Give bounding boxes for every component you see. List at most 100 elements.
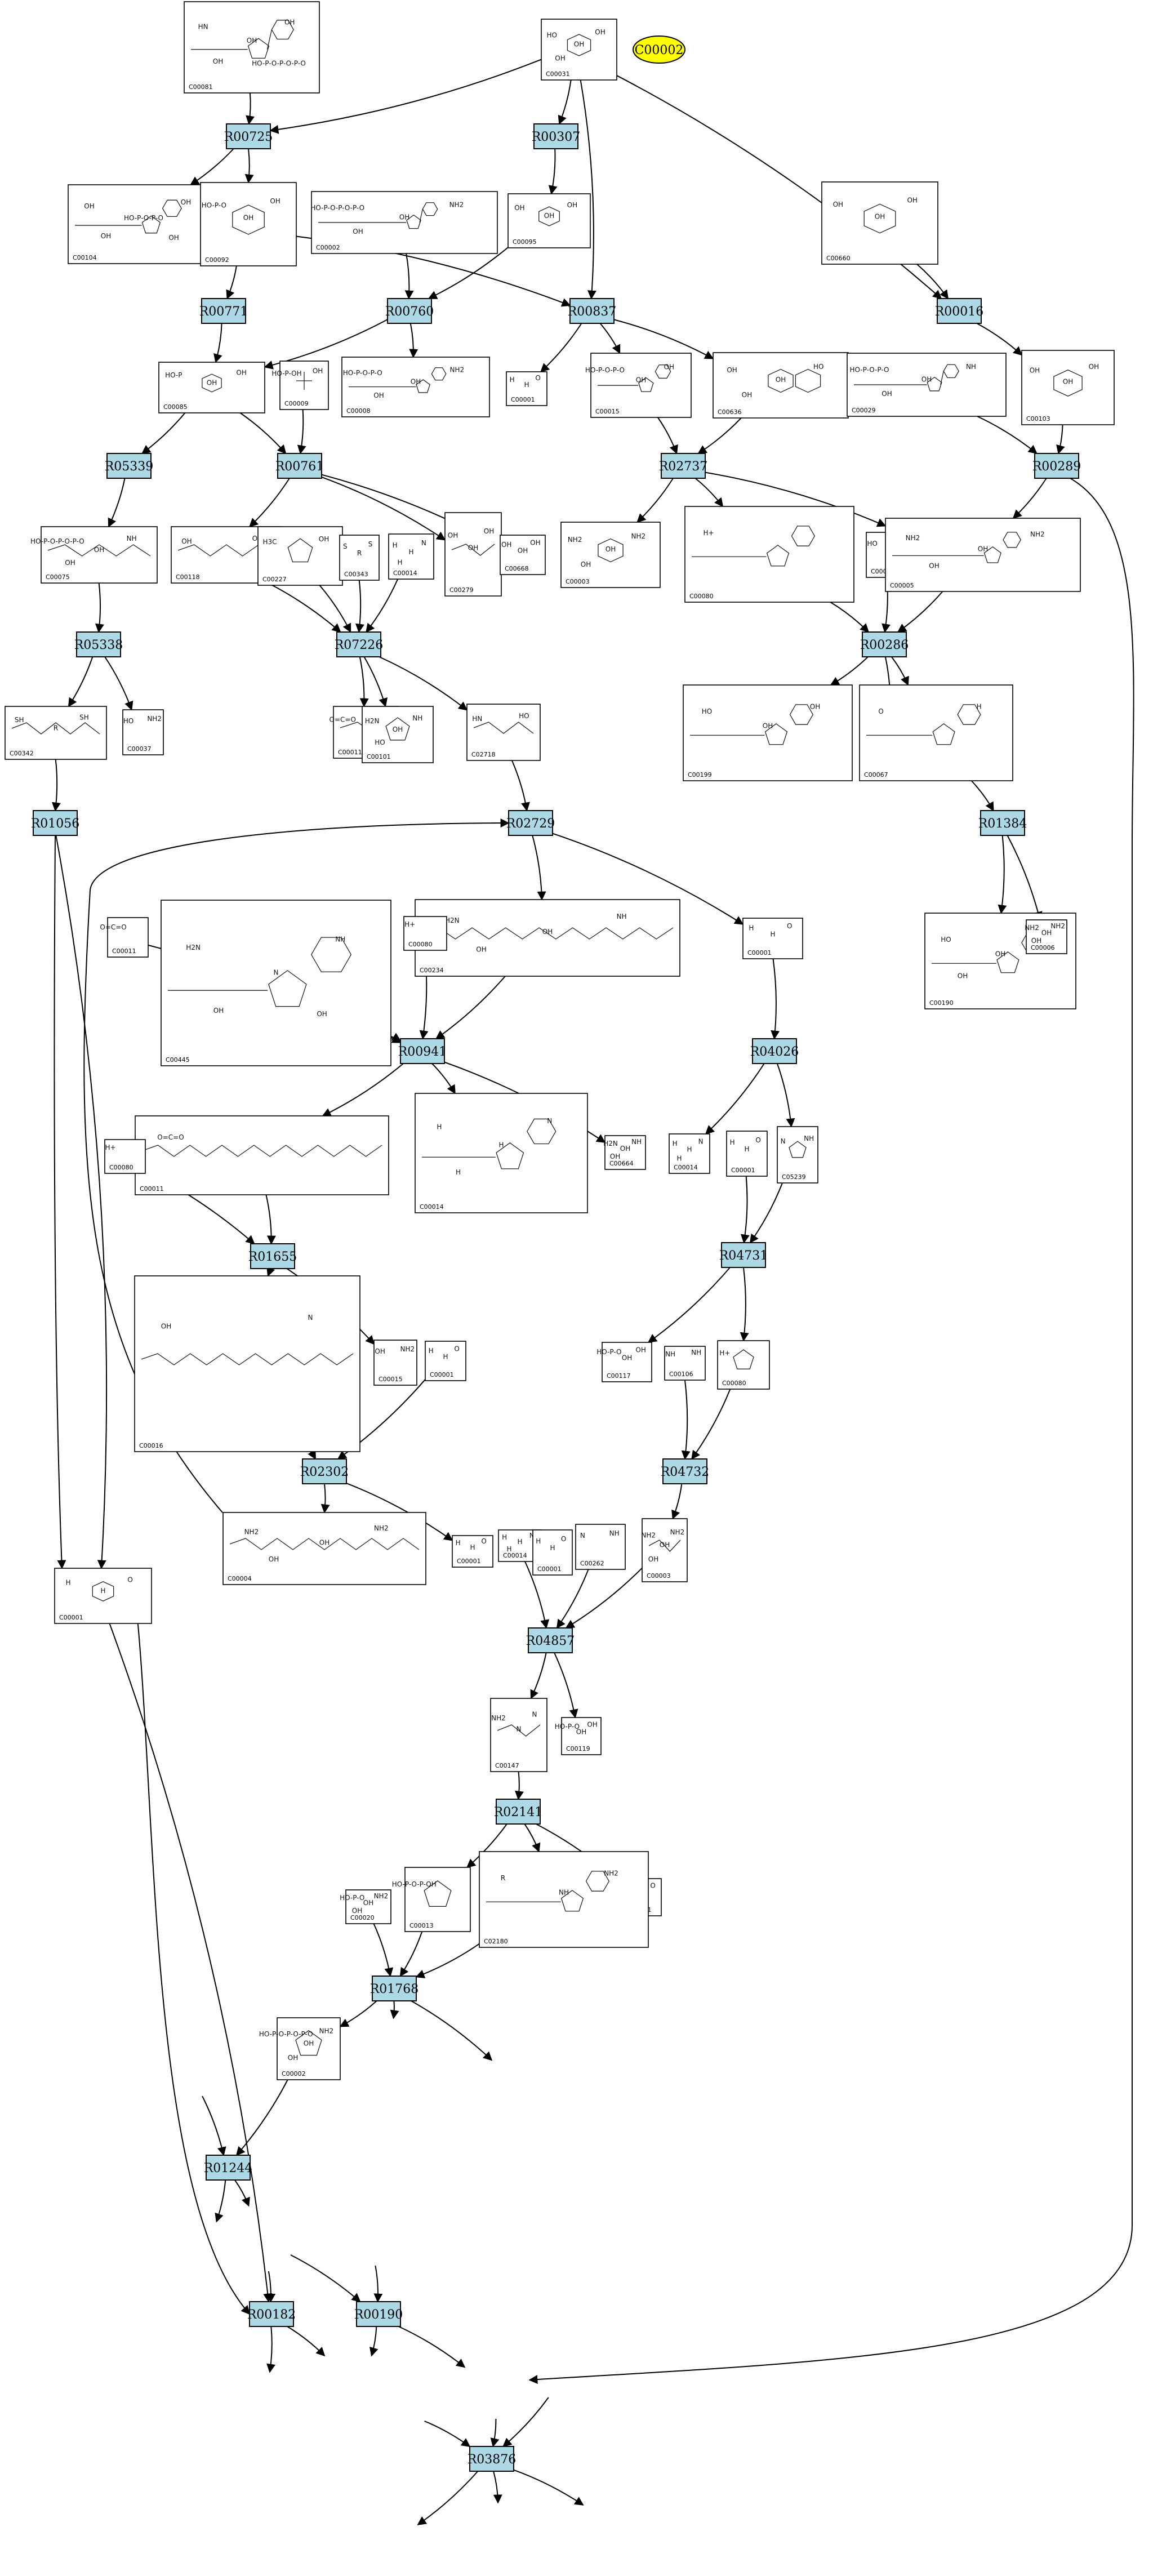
reaction-box[interactable]	[752, 1038, 797, 1064]
compound-box[interactable]	[602, 1342, 652, 1382]
reaction-box[interactable]	[721, 1242, 766, 1268]
compound-box[interactable]	[134, 1275, 360, 1452]
compound-box[interactable]	[107, 917, 149, 958]
reaction-R02737[interactable]: R02737	[659, 453, 708, 479]
compound-box[interactable]	[541, 19, 617, 81]
compound-box[interactable]	[642, 1518, 688, 1582]
compound-box[interactable]	[41, 526, 158, 584]
reaction-box[interactable]	[249, 2301, 294, 2327]
compound-box[interactable]	[415, 1093, 588, 1213]
compound-box[interactable]	[717, 1340, 770, 1390]
reaction-box[interactable]	[76, 631, 121, 657]
compound-box[interactable]	[885, 518, 1081, 592]
reaction-box[interactable]	[336, 631, 381, 657]
compound-box[interactable]	[415, 899, 680, 977]
reaction-R00289[interactable]: R00289	[1032, 453, 1081, 479]
reaction-box[interactable]	[372, 1976, 417, 2001]
reaction-box[interactable]	[528, 1627, 573, 1653]
reaction-R00760[interactable]: R00760	[385, 298, 434, 324]
reaction-box[interactable]	[937, 298, 982, 324]
legend-ellipse[interactable]	[633, 35, 685, 64]
compound-box[interactable]	[466, 704, 541, 761]
reaction-box[interactable]	[469, 2446, 514, 2472]
compound-box[interactable]	[104, 1139, 146, 1174]
reaction-R04026[interactable]: R04026	[750, 1038, 799, 1064]
compound-box[interactable]	[1021, 350, 1115, 425]
compound-box[interactable]	[742, 918, 803, 959]
reaction-R00725[interactable]: R00725	[224, 123, 273, 149]
reaction-R01768[interactable]: R01768	[370, 1976, 419, 2001]
compound-box[interactable]	[54, 1568, 152, 1624]
reaction-R05339[interactable]: R05339	[105, 453, 154, 479]
compound-box[interactable]	[507, 193, 591, 248]
reaction-R02729[interactable]: R02729	[506, 810, 555, 836]
reaction-box[interactable]	[226, 123, 271, 149]
compound-box[interactable]	[669, 1133, 710, 1174]
compound-box[interactable]	[135, 1115, 389, 1195]
compound-box[interactable]	[726, 1131, 768, 1177]
compound-box[interactable]	[404, 1867, 471, 1932]
compound-box[interactable]	[713, 352, 849, 419]
reaction-R04857[interactable]: R04857	[526, 1627, 575, 1653]
reaction-box[interactable]	[400, 1038, 445, 1064]
compound-box[interactable]	[345, 1889, 391, 1924]
compound-C00080[interactable]: H+C00080	[684, 506, 854, 603]
reaction-box[interactable]	[206, 2155, 251, 2181]
compound-box[interactable]	[277, 2017, 341, 2080]
compound-box[interactable]	[373, 1340, 417, 1386]
reaction-box[interactable]	[250, 1243, 295, 1269]
reaction-R00182[interactable]: R00182	[247, 2301, 296, 2327]
reaction-R07226[interactable]: R07226	[335, 631, 384, 657]
reaction-R00286[interactable]: R00286	[860, 631, 909, 657]
compound-box[interactable]	[362, 706, 434, 763]
reaction-box[interactable]	[980, 810, 1025, 836]
compound-box[interactable]	[68, 184, 220, 264]
reaction-box[interactable]	[862, 631, 907, 657]
compound-box[interactable]	[425, 1341, 466, 1381]
reaction-R02141[interactable]: R02141	[494, 1799, 543, 1825]
compound-box[interactable]	[560, 522, 661, 588]
compound-box[interactable]	[184, 1, 320, 94]
reaction-R00837[interactable]: R00837	[568, 298, 617, 324]
reaction-box[interactable]	[302, 1458, 347, 1484]
compound-box[interactable]	[403, 916, 447, 951]
reaction-R01655[interactable]: R01655	[248, 1243, 297, 1269]
compound-box[interactable]	[859, 684, 1013, 781]
reaction-box[interactable]	[33, 810, 78, 836]
reaction-R01244[interactable]: R01244	[204, 2155, 253, 2181]
reaction-R02302[interactable]: R02302	[300, 1458, 349, 1484]
compound-box[interactable]	[479, 1851, 649, 1948]
reaction-R00761[interactable]: R00761	[275, 453, 324, 479]
